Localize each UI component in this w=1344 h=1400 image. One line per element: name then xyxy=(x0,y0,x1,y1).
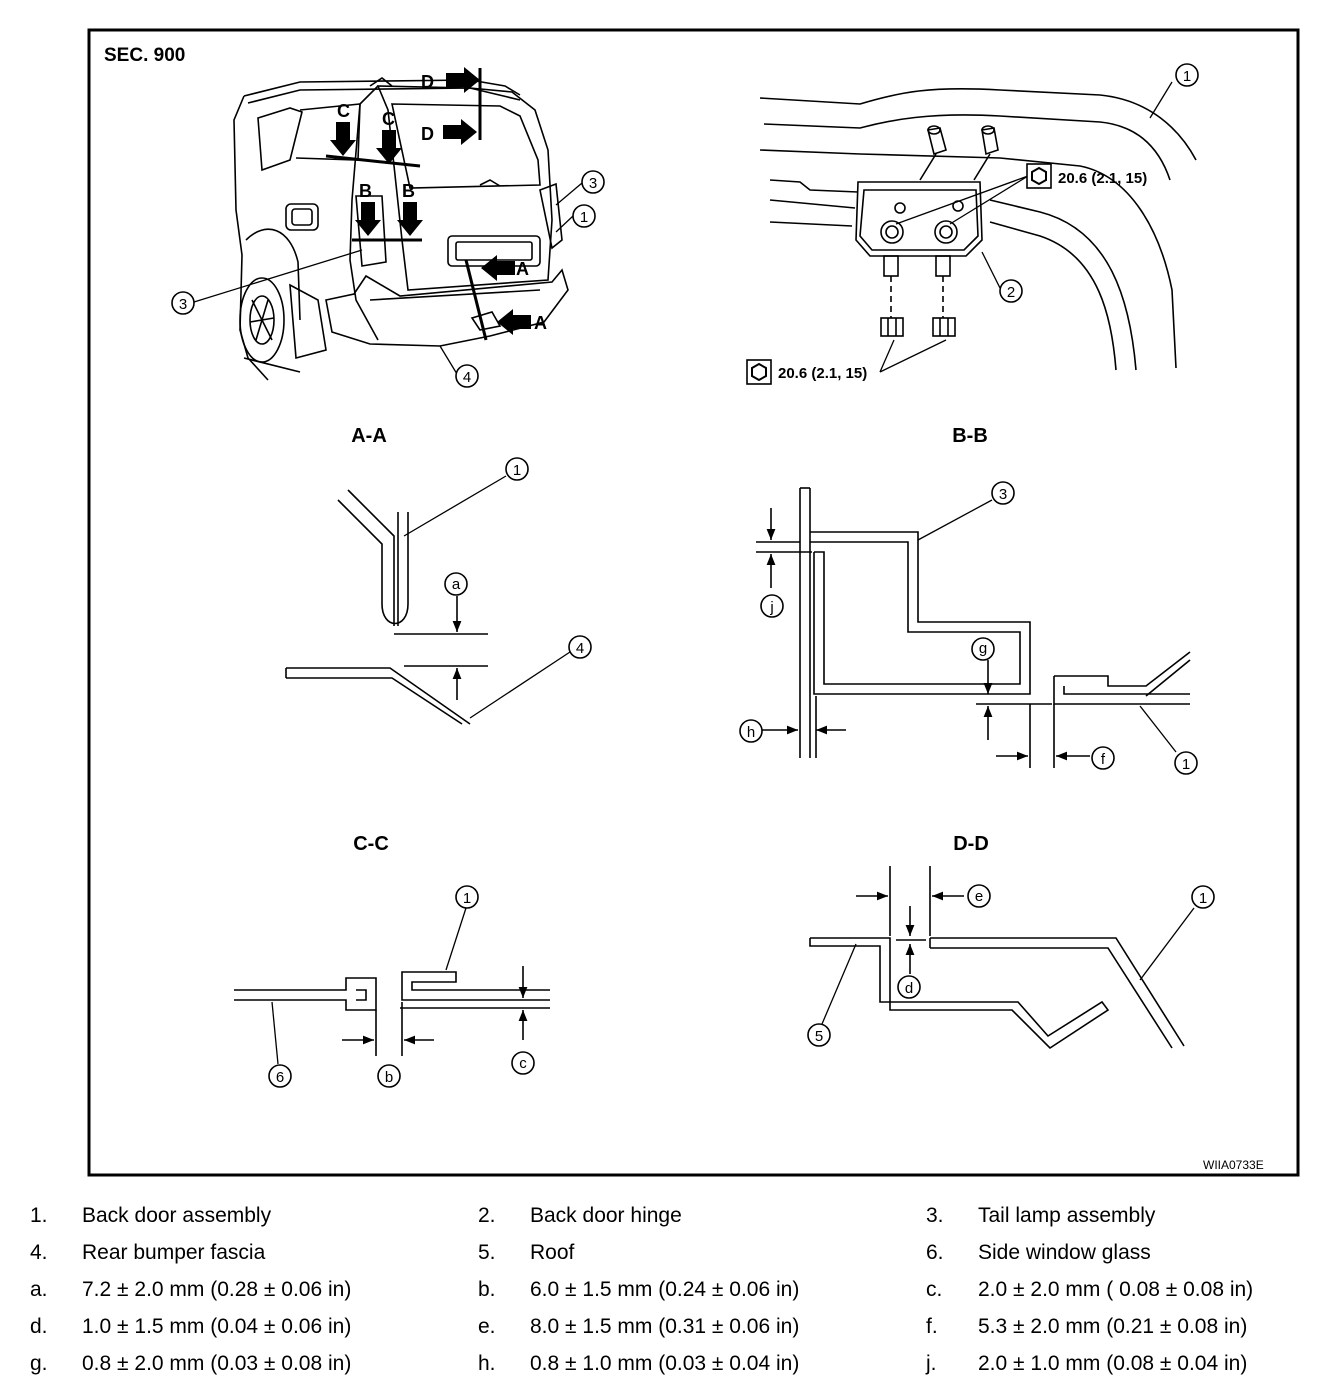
svg-text:6: 6 xyxy=(276,1069,284,1086)
section-title-cc: C-C xyxy=(353,833,389,855)
part-callout-3: 3 xyxy=(991,481,1015,505)
part-callout-2: 2 xyxy=(999,279,1023,303)
dimension-callout-b: b xyxy=(377,1064,401,1088)
hinge-leaders xyxy=(879,81,1173,373)
svg-text:j: j xyxy=(769,599,773,616)
arrow-letter-d: D xyxy=(421,124,434,144)
part-callout-1: 1 xyxy=(1175,63,1199,87)
arrow-letter-b: B xyxy=(359,181,372,201)
hinge-detail xyxy=(759,88,1197,371)
section-cc-drawing xyxy=(234,907,550,1065)
dimension-callout-e: e xyxy=(967,884,991,908)
svg-text:4: 4 xyxy=(576,640,584,657)
dimension-callout-d: d xyxy=(897,975,921,999)
svg-text:2: 2 xyxy=(1007,284,1015,301)
dimension-callout-f: f xyxy=(1091,746,1115,770)
dimension-callout-g: g xyxy=(971,637,995,661)
svg-text:b: b xyxy=(385,1069,393,1086)
svg-text:e: e xyxy=(975,888,983,905)
arrow-d-bottom xyxy=(443,119,477,145)
part-callout-4: 4 xyxy=(568,635,592,659)
diagram-frame xyxy=(87,28,1300,1177)
arrow-letter-d: D xyxy=(421,72,434,92)
part-callout-3: 3 xyxy=(581,170,605,194)
svg-text:1: 1 xyxy=(1199,890,1207,907)
torque-icon xyxy=(746,359,772,385)
arrow-letter-b: B xyxy=(402,181,415,201)
part-callout-1: 1 xyxy=(505,457,529,481)
part-callout-1: 1 xyxy=(455,885,479,909)
svg-text:1: 1 xyxy=(513,462,521,479)
svg-text:a: a xyxy=(452,576,461,593)
section-bb-drawing xyxy=(756,487,1191,768)
svg-text:3: 3 xyxy=(589,175,597,192)
arrow-letter-a: A xyxy=(516,259,529,279)
part-callout-4: 4 xyxy=(455,364,479,388)
svg-text:f: f xyxy=(1101,751,1106,768)
torque-icon xyxy=(1026,163,1052,189)
svg-text:c: c xyxy=(519,1055,527,1072)
svg-text:5: 5 xyxy=(815,1028,823,1045)
section-aa-drawing xyxy=(285,475,571,725)
svg-text:h: h xyxy=(747,724,755,741)
section-title-bb: B-B xyxy=(952,425,988,447)
svg-text:1: 1 xyxy=(1183,68,1191,85)
svg-text:g: g xyxy=(979,640,987,657)
arrow-letter-c: C xyxy=(382,109,395,129)
dimension-callout-j: j xyxy=(760,594,784,618)
svg-text:d: d xyxy=(905,980,913,997)
part-callout-6: 6 xyxy=(268,1064,292,1088)
service-diagram: SEC. 900 WIIA0733E xyxy=(87,28,1300,1177)
dimension-callout-h: h xyxy=(739,719,763,743)
part-callout-3: 3 xyxy=(171,291,195,315)
dimension-callout-c: c xyxy=(511,1051,535,1075)
svg-text:3: 3 xyxy=(179,296,187,313)
part-callout-1: 1 xyxy=(572,204,596,228)
svg-text:1: 1 xyxy=(463,890,471,907)
svg-text:1: 1 xyxy=(580,209,588,226)
arrow-letter-a: A xyxy=(534,313,547,333)
torque-value: 20.6 (2.1, 15) xyxy=(778,365,867,382)
dimension-callout-a: a xyxy=(444,572,468,596)
section-markers: C C B B D D A A xyxy=(325,67,547,341)
part-callout-5: 5 xyxy=(807,1023,831,1047)
arrow-letter-c: C xyxy=(337,101,350,121)
arrow-a-bottom xyxy=(497,309,531,335)
figure-code: WIIA0733E xyxy=(1203,1158,1264,1172)
vehicle-rear-view xyxy=(233,77,569,381)
svg-text:3: 3 xyxy=(999,486,1007,503)
section-title-dd: D-D xyxy=(953,833,989,855)
section-label: SEC. 900 xyxy=(104,45,185,66)
arrow-a-top xyxy=(481,255,515,281)
section-title-aa: A-A xyxy=(351,425,387,447)
part-callout-1: 1 xyxy=(1191,885,1215,909)
vehicle-callouts xyxy=(193,182,583,375)
part-callout-1: 1 xyxy=(1174,751,1198,775)
arrow-c-left xyxy=(330,122,356,156)
torque-value: 20.6 (2.1, 15) xyxy=(1058,170,1147,187)
svg-text:1: 1 xyxy=(1182,756,1190,773)
section-dd-drawing xyxy=(809,866,1195,1050)
svg-text:4: 4 xyxy=(463,369,471,386)
